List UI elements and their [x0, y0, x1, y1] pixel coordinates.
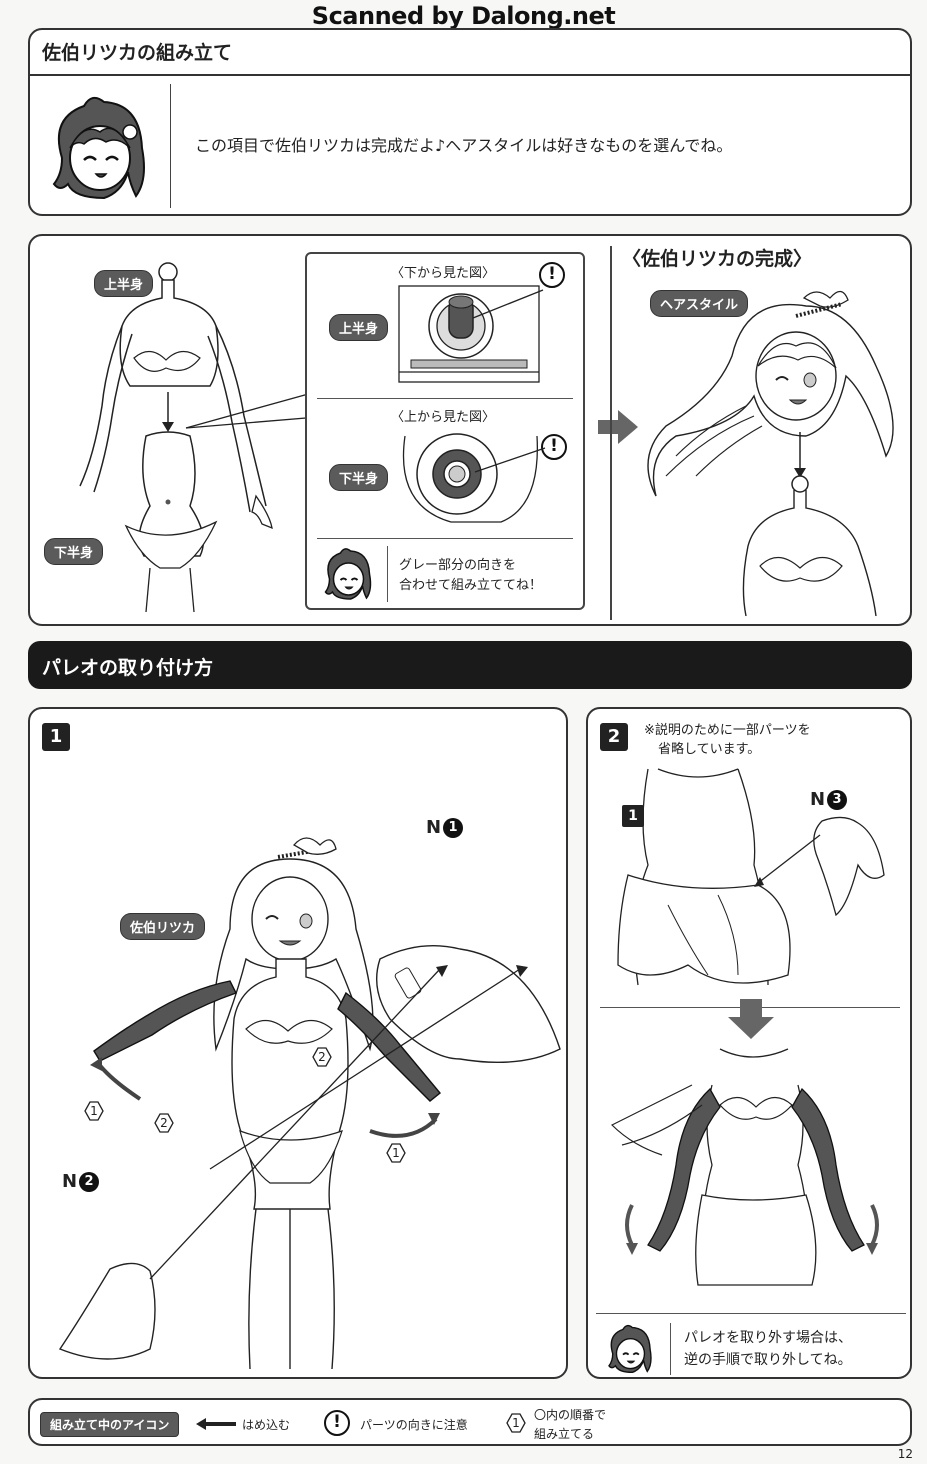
step-1-number: 1 [42, 723, 70, 751]
character-attach-pareo-illustration [58, 837, 561, 1370]
legend-order-text-symbol: 1 [512, 1416, 520, 1430]
caption-view-from-below: 〈下から見た図〉 [391, 266, 496, 281]
tip-vertical-divider [670, 1323, 671, 1375]
detail-label-upper-body: 上半身 [329, 314, 389, 341]
watermark-text: Scanned by Dalong.net [311, 2, 616, 30]
part-n3-number: 3 [827, 789, 848, 810]
caption-view-from-above: 〈上から見た図〉 [391, 410, 496, 425]
step-2-note-line-2: 省略しています。 [658, 742, 761, 757]
part-n1-number: 1 [443, 817, 464, 838]
part-n2-prefix: N [62, 1171, 78, 1192]
order-1b-text: 1 [392, 1146, 400, 1160]
tip-divider [596, 1313, 906, 1314]
complete-divider [610, 246, 612, 620]
part-n2-number: 2 [79, 1171, 100, 1192]
detail-divider [317, 398, 573, 399]
label-lower-body: 下半身 [44, 538, 104, 565]
part-n1-prefix: N [426, 817, 442, 838]
order-icon-1a: 1 [84, 1101, 104, 1121]
detail-label-lower-body: 下半身 [329, 464, 389, 491]
page-number: 12 [897, 1447, 913, 1461]
note-line-2: 合わせて組み立ててね！ [399, 578, 543, 593]
order-icon-2a: 2 [154, 1113, 174, 1133]
legend-label: 組み立て中のアイコン [40, 1412, 180, 1437]
order-1a-text: 1 [90, 1104, 98, 1118]
section-title-assembly: 佐伯リツカの組み立て [42, 42, 233, 64]
order-icon-1b: 1 [386, 1143, 406, 1163]
order-2b-text: 2 [318, 1050, 326, 1064]
legend-order-text-1: 〇内の順番で [534, 1408, 607, 1422]
joint-from-below-icon [398, 285, 544, 383]
complete-title: 〈佐伯リツカの完成〉 [622, 248, 813, 270]
part-n1-code: N 1 [426, 817, 464, 838]
joint-detail-box: 〈下から見た図〉 上半身 ! 〈上から見た図〉 下半身 ! [305, 252, 585, 610]
tip-line-1: パレオを取り外す場合は、 [684, 1330, 852, 1346]
section-title-pareo: パレオの取り付け方 [28, 641, 912, 689]
joint-from-above-icon [402, 433, 546, 523]
legend-order-text-2: 組み立てる [534, 1427, 595, 1441]
pareo-complete-illustration [610, 1048, 879, 1286]
step-2-sub-step-number: 1 [622, 805, 644, 827]
intro-divider [170, 84, 171, 208]
step-2-panel: 2 ※説明のために一部パーツを 省略しています。 1 N 3 [586, 707, 912, 1379]
step-2-number: 2 [600, 723, 628, 751]
section-assembly-intro: 佐伯リツカの組み立て この項目で佐伯リツカは完成だよ♪ヘアスタイルは好きなものを… [28, 28, 912, 216]
intro-message: この項目で佐伯リツカは完成だよ♪ヘアスタイルは好きなものを選んでね。 [195, 136, 733, 155]
mascot-face-small-icon [324, 548, 372, 600]
legend-warning-icon: ! [324, 1410, 350, 1436]
label-character: 佐伯リツカ [120, 913, 206, 940]
label-hairstyle: ヘアスタイル [650, 290, 749, 317]
order-icon-2b: 2 [312, 1047, 332, 1067]
note-line-1: グレー部分の向きを [399, 558, 517, 573]
body-parts-illustration [79, 262, 331, 613]
legend-insert-text: はめ込む [242, 1418, 291, 1432]
legend-order-icon: 1 [506, 1413, 526, 1433]
right-arrow-icon [598, 410, 638, 444]
mascot-face-tip-icon [608, 1324, 652, 1374]
assembly-panel: 上半身 下半身 〈下から見た図〉 上半身 ! 〈上から見た図〉 下半身 ! [28, 234, 912, 626]
warning-icon: ! [539, 262, 565, 288]
pareo-tie-illustration [617, 768, 885, 986]
part-n3-code: N 3 [810, 789, 848, 810]
icon-legend-footer: 組み立て中のアイコン はめ込む ! パーツの向きに注意 1 〇内の順番で 組み立… [28, 1398, 912, 1446]
step-1-panel: 1 佐伯リツカ N 1 N 2 [28, 707, 568, 1379]
note-divider [387, 546, 388, 602]
legend-orientation-text: パーツの向きに注意 [360, 1418, 468, 1432]
detail-divider-2 [317, 538, 573, 539]
completed-figure-illustration [647, 290, 894, 617]
order-2a-text: 2 [160, 1116, 168, 1130]
mascot-face-icon [52, 96, 145, 200]
insert-arrow-icon [196, 1418, 236, 1430]
title-divider [30, 74, 910, 76]
part-n2-code: N 2 [62, 1171, 100, 1192]
tip-line-2: 逆の手順で取り外してね。 [684, 1352, 852, 1368]
warning-icon-2: ! [541, 434, 567, 460]
part-n3-prefix: N [810, 789, 826, 810]
label-upper-body: 上半身 [94, 270, 154, 297]
step-2-note-line-1: ※説明のために一部パーツを [644, 723, 811, 738]
down-arrow-icon [728, 999, 774, 1039]
